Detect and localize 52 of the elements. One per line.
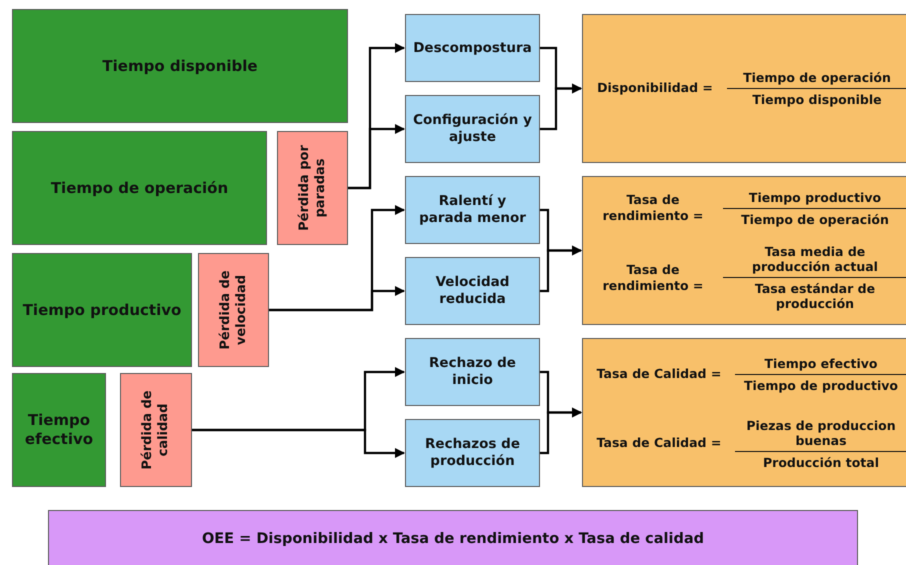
cause-box [405,95,540,163]
time-block [12,253,192,367]
oee-formula: OEE = Disponibilidad x Tasa de rendimiento x Tasa de calidad [202,530,704,549]
box-label: Tiempo de operación [50,178,228,198]
denominator: Tasa estándar de producción [754,280,876,314]
box-label: Velocidad reducida [434,274,510,308]
arrow [269,286,405,312]
arrow [348,124,405,190]
arrow [540,84,582,130]
formula-left-side: Tasa de rendimiento = [602,192,704,224]
denominator: Tiempo disponible [751,91,883,109]
formula-left-side: Disponibilidad = [596,80,714,97]
formula-left-side: Tasa de Calidad = [596,366,722,382]
denominator: Tiempo de productivo [743,376,899,395]
numerator: Piezas de produccion buenas [745,416,897,450]
formula-panel [582,338,906,487]
numerator: Tasa media de producción actual [751,243,879,276]
box-label: Rechazo de inicio [428,355,517,389]
cause-box [405,338,540,406]
loss-box [198,253,269,367]
denominator: Producción total [762,454,880,472]
time-block [12,131,267,245]
arrow [192,428,405,458]
cause-box [405,176,540,244]
denominator: Tiempo de operación [740,210,890,229]
cause-box [405,14,540,82]
arrow [540,246,582,292]
numerator: Tiempo productivo [748,188,882,207]
time-block [12,373,106,487]
formula-panel [582,14,906,163]
time-block [12,9,348,123]
box-label: Descompostura [413,40,532,56]
result-bar [48,510,858,565]
numerator: Tiempo efectivo [763,354,878,373]
box-label: Tiempo efectivo [24,411,94,449]
loss-label: Pérdida por paradas [296,144,328,233]
formula-panel [582,176,906,325]
box-label: Tiempo productivo [22,300,182,320]
box-label: Rechazos de producción [424,436,521,470]
box-label: Tiempo disponible [102,56,258,76]
loss-box [120,373,192,487]
box-label: Ralentí y parada menor [418,193,527,227]
numerator: Tiempo de operación [742,69,892,87]
cause-box [405,419,540,487]
loss-label: Pérdida de velocidad [217,269,250,352]
arrow [540,408,582,454]
loss-box [277,131,348,245]
box-label: Configuración y ajuste [412,112,533,146]
formula-left-side: Tasa de Calidad = [596,435,722,452]
formula-left-side: Tasa de rendimiento = [602,262,704,294]
loss-label: Pérdida de calidad [140,389,172,472]
cause-box [405,257,540,325]
